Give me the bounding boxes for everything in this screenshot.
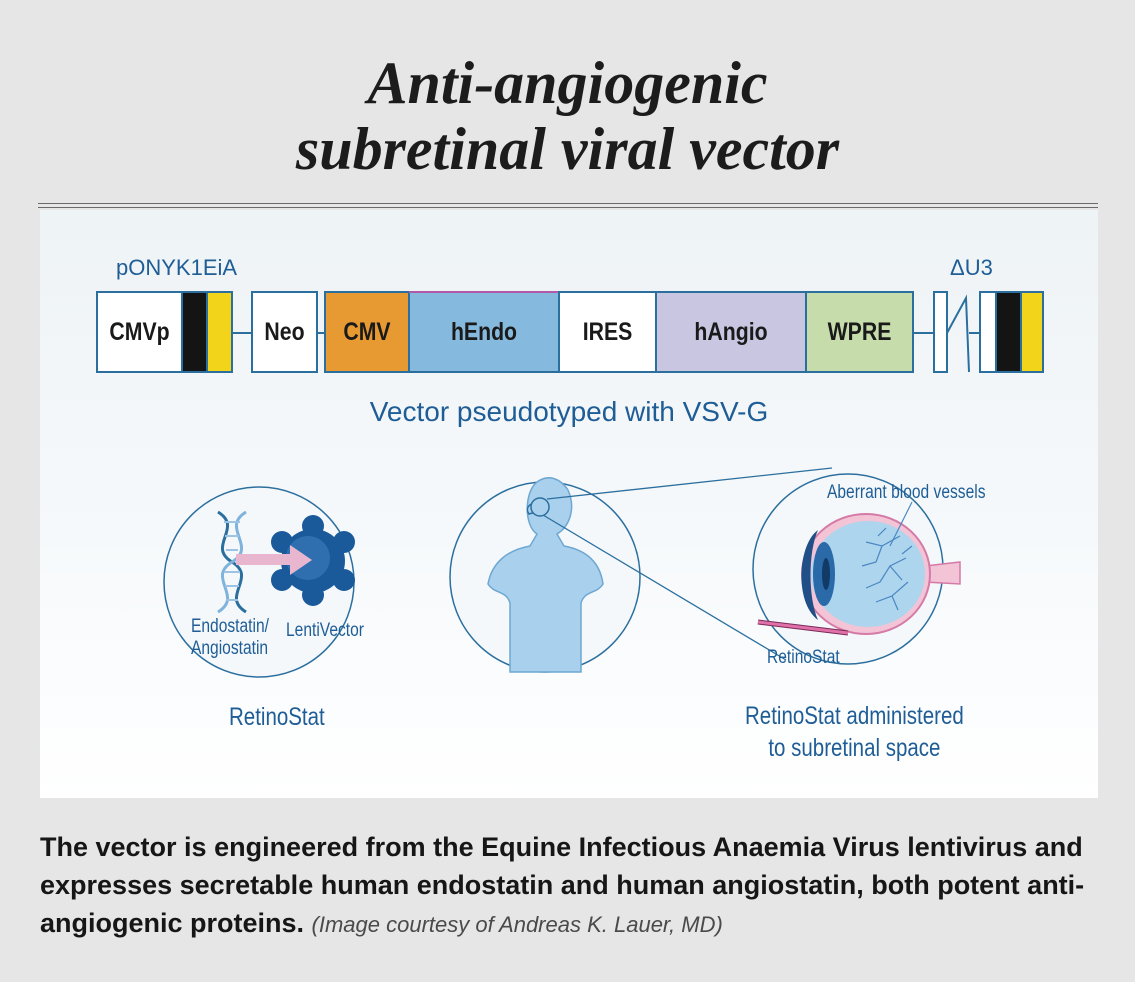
delta-u3-box <box>933 291 948 373</box>
plasmid-label: pONYK1EiA <box>116 255 238 280</box>
segment-wpre <box>805 291 914 373</box>
endostatin-label: Endostatin/ Angiostatin <box>191 616 269 660</box>
endostatin-label-line-2: Angiostatin <box>191 638 269 659</box>
marker-yellow-right <box>1020 291 1044 373</box>
dna-helix-icon <box>217 510 247 614</box>
administration-caption-line-1: RetinoStat administered <box>745 702 964 730</box>
vessels-label: Aberrant blood vessels <box>827 482 986 503</box>
segment-hendo <box>408 291 560 373</box>
segment-ires <box>558 291 657 373</box>
diagram-title: Anti-angiogenic subretinal viral vector <box>0 50 1135 182</box>
retinostat-caption: RetinoStat <box>229 703 325 731</box>
eye-zoom-marker <box>530 497 550 517</box>
title-line-2: subretinal viral vector <box>295 116 840 182</box>
segment-wpre-label: WPRE <box>827 318 892 346</box>
segment-neo-label: Neo <box>264 318 305 346</box>
segment-hendo-label: hEndo <box>450 318 518 346</box>
segment-ires-label: IRES <box>582 318 633 346</box>
insertion-arrow <box>236 545 312 575</box>
zoom-lines <box>542 467 833 661</box>
marker-yellow-left <box>206 291 233 373</box>
diagram-panel: pONYK1EiA ΔU3 CMVp Neo CMV hEndo IRES hA… <box>40 210 1098 798</box>
segment-neo <box>251 291 318 373</box>
image-credit: (Image courtesy of Andreas K. Lauer, MD) <box>311 912 723 937</box>
delta-u3-zigzag <box>946 294 970 373</box>
caption-text: The vector is engineered from the Equine… <box>40 832 1085 938</box>
eye-circle <box>752 473 961 665</box>
retinostat-needle-label: RetinoStat <box>767 647 840 668</box>
diagram-graphics <box>96 291 1044 678</box>
segment-cmvp-label: CMVp <box>109 318 170 346</box>
segment-cmv-label: CMV <box>343 318 391 346</box>
human-silhouette-icon <box>487 477 604 673</box>
title-line-1: Anti-angiogenic <box>367 50 768 116</box>
marker-black-left <box>181 291 208 373</box>
title-divider-top <box>38 203 1098 204</box>
administration-caption-line-2: to subretinal space <box>768 734 941 762</box>
injection-needle <box>757 619 849 636</box>
marker-black-right <box>995 291 1022 373</box>
vector-construct <box>96 291 1044 373</box>
ltr-box-right <box>979 291 997 373</box>
human-circle <box>449 477 641 673</box>
segment-cmvp <box>96 291 183 373</box>
title-divider-bottom <box>38 207 1098 208</box>
retinostat-circle <box>163 486 355 678</box>
endostatin-label-line-1: Endostatin/ <box>191 616 269 637</box>
eye-cross-section-icon <box>801 501 961 635</box>
figure-caption: The vector is engineered from the Equine… <box>40 828 1110 944</box>
vector-caption: Vector pseudotyped with VSV-G <box>369 396 769 427</box>
lentivector-label: LentiVector <box>286 620 364 641</box>
delta-u3-label: ΔU3 <box>950 255 993 280</box>
administration-caption: RetinoStat administered to subretinal sp… <box>745 700 964 764</box>
segment-hangio-label: hAngio <box>694 318 768 346</box>
